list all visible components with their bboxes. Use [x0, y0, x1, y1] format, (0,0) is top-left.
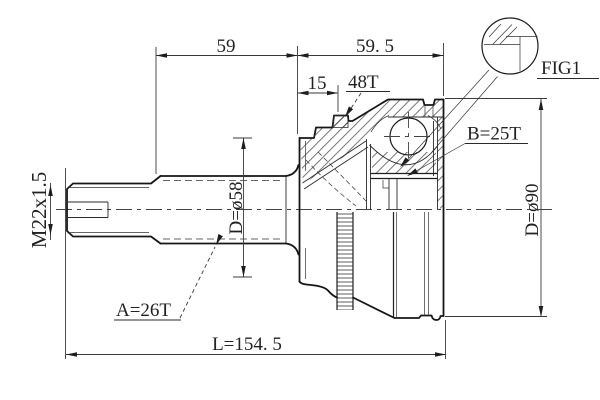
thread-callout: M22x1.5 — [27, 172, 53, 248]
thread-stub-outline — [66, 175, 162, 245]
thread-spec-label: M22x1.5 — [27, 172, 51, 248]
detail-circle — [481, 17, 539, 75]
joint-body — [298, 98, 445, 321]
lower-profile — [298, 280, 338, 299]
wall-hatch — [300, 100, 443, 209]
fig1-detail: FIG1 — [400, 17, 599, 167]
label-48t: 48T — [345, 72, 390, 117]
shaft — [66, 164, 300, 256]
dimension-length: L=154. 5 — [65, 168, 446, 359]
label-a26t: A=26T — [114, 234, 223, 321]
dim-59-label: 59 — [217, 36, 236, 57]
dimension-dia58: D=ø58 — [226, 137, 252, 278]
boot-groove-band — [336, 212, 354, 310]
dim-length-label: L=154. 5 — [212, 334, 282, 355]
dimension-dia90: D=ø90 — [445, 98, 547, 317]
label-b25t: B=25T — [407, 124, 528, 176]
dim-dia90-label: D=ø90 — [522, 184, 543, 237]
figure-ref-label: FIG1 — [541, 58, 581, 79]
upper-profile — [298, 98, 445, 139]
dimension-15: 15 — [297, 73, 339, 112]
stub-slot — [67, 201, 109, 218]
inner-spline-label: B=25T — [467, 124, 521, 145]
dimension-59-5: 59. 5 — [297, 36, 444, 96]
joint-section — [300, 100, 444, 209]
dim-15-label: 15 — [308, 73, 327, 94]
dim-59-5-label: 59. 5 — [356, 36, 394, 57]
dim-dia58-label: D=ø58 — [226, 182, 247, 235]
outer-spline-label: A=26T — [116, 300, 171, 321]
dimension-59: 59 — [155, 36, 298, 174]
abs-teeth-label: 48T — [348, 72, 379, 93]
